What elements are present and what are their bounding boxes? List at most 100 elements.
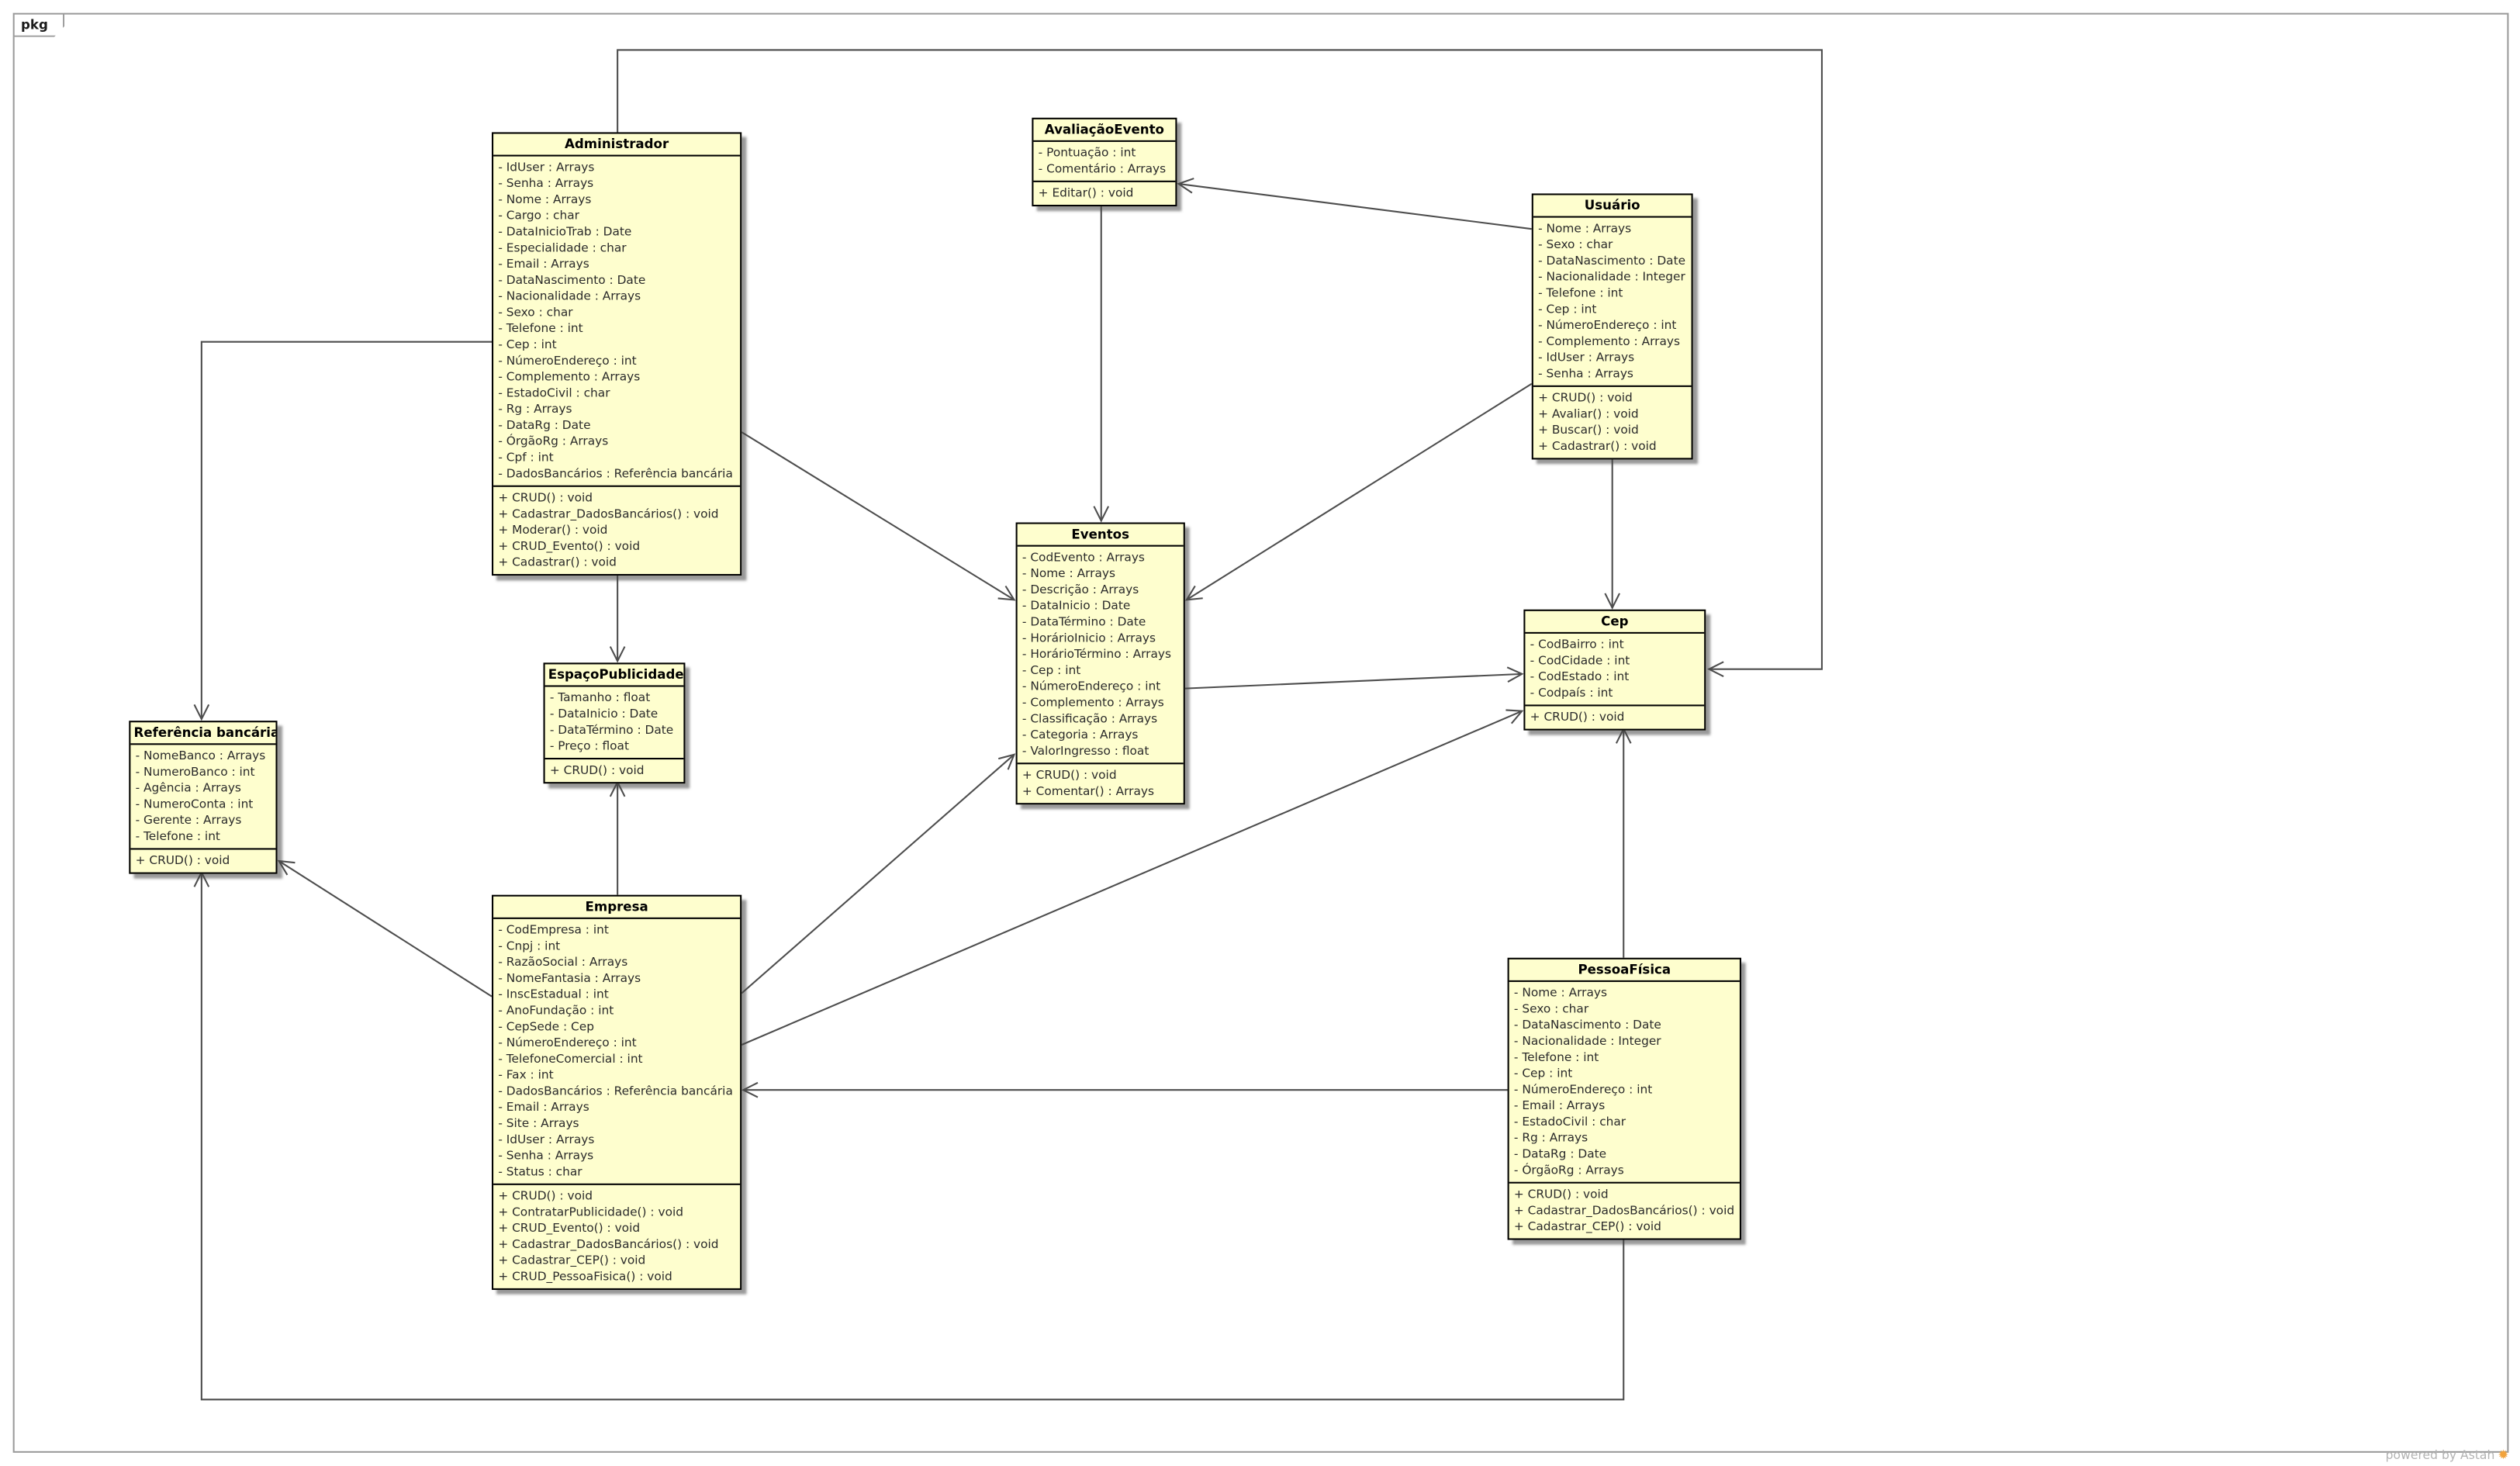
association-pessoafisica-referenciabancaria[interactable]: [193, 870, 1625, 1401]
attribute: - CepSede : Cep: [498, 1018, 594, 1034]
pessoafisica-methods: + CRUD() : void+ Cadastrar_DadosBancário…: [1509, 1181, 1740, 1239]
attribute: - Senha : Arrays: [498, 1148, 594, 1163]
attribute: - Cep : int: [1538, 301, 1597, 316]
attribute: - Cep : int: [1021, 662, 1081, 678]
class-usuario[interactable]: Usuário- Nome : Arrays- Sexo : char- Dat…: [1531, 193, 1693, 460]
association-administrador-cep[interactable]: [617, 49, 1823, 677]
attribute: - Preço : float: [549, 738, 630, 753]
attribute: - NomeBanco : Arrays: [135, 748, 266, 763]
association-eventos-cep[interactable]: [1184, 666, 1524, 690]
class-eventos[interactable]: Eventos- CodEvento : Arrays- Nome : Arra…: [1015, 522, 1185, 805]
method: + Comentar() : Arrays: [1021, 783, 1155, 798]
attribute: - Telefone : int: [1513, 1049, 1599, 1064]
empresa-attributes: - CodEmpresa : int- Cnpj : int- RazãoSoc…: [493, 919, 740, 1184]
package-tab-label: pkg: [21, 17, 48, 33]
attribute: - IdUser : Arrays: [498, 159, 595, 175]
attribute: - Pontuação : int: [1038, 145, 1136, 160]
association-usuario-eventos[interactable]: [1184, 382, 1533, 601]
class-referenciabancaria[interactable]: Referência bancária- NomeBanco : Arrays-…: [129, 721, 278, 874]
attribute: - Sexo : char: [1513, 1001, 1589, 1016]
eventos-methods: + CRUD() : void+ Comentar() : Arrays: [1017, 762, 1184, 803]
method: + CRUD_PessoaFisica() : void: [498, 1268, 672, 1284]
attribute: - Classificação : Arrays: [1021, 711, 1158, 726]
class-empresa[interactable]: Empresa- CodEmpresa : int- Cnpj : int- R…: [492, 894, 742, 1290]
attribute: - Gerente : Arrays: [135, 812, 242, 828]
attribute: - DataNascimento : Date: [1513, 1017, 1661, 1032]
class-title-empresa: Empresa: [493, 897, 741, 919]
method: + Cadastrar_DadosBancários() : void: [498, 506, 719, 521]
attribute: - Site : Arrays: [498, 1115, 579, 1131]
attribute: - Cep : int: [1513, 1066, 1573, 1080]
class-title-usuario: Usuário: [1533, 195, 1692, 218]
attribute: - Sexo : char: [1538, 237, 1613, 252]
class-espacopublicidade[interactable]: EspaçoPublicidade- Tamanho : float- Data…: [543, 662, 686, 784]
attribute: - Senha : Arrays: [1538, 365, 1633, 381]
attribute: - NumeroBanco : int: [135, 764, 255, 780]
espacopublicidade-attributes: - Tamanho : float- DataInicio : Date- Da…: [545, 687, 684, 758]
attribute: - Email : Arrays: [498, 256, 589, 271]
administrador-attributes: - IdUser : Arrays- Senha : Arrays- Nome …: [493, 157, 740, 486]
method: + CRUD() : void: [1538, 390, 1633, 405]
class-title-administrador: Administrador: [493, 134, 741, 157]
attribute: - AnoFundação : int: [498, 1002, 614, 1018]
attribute: - Email : Arrays: [1513, 1098, 1606, 1113]
attribute: - Cnpj : int: [498, 938, 561, 953]
attribute: - DadosBancários : Referência bancária: [498, 465, 733, 481]
avaliacaoevento-methods: + Editar() : void: [1033, 180, 1176, 205]
attribute: - NúmeroEndereço : int: [498, 353, 637, 368]
attribute: - NúmeroEndereço : int: [1513, 1081, 1653, 1097]
association-usuario-avaliacaoevento[interactable]: [1177, 178, 1532, 230]
class-title-cep: Cep: [1525, 611, 1705, 634]
class-title-espacopublicidade: EspaçoPublicidade: [544, 664, 684, 687]
attribute: - DadosBancários : Referência bancária: [498, 1083, 733, 1098]
attribute: - DataTérmino : Date: [1021, 614, 1146, 629]
astah-logo-icon: ✹: [2498, 1447, 2509, 1462]
attribute: - EstadoCivil : char: [1513, 1114, 1626, 1129]
attribute: - DataRg : Date: [1513, 1146, 1607, 1161]
method: + ContratarPublicidade() : void: [498, 1204, 684, 1219]
class-administrador[interactable]: Administrador- IdUser : Arrays- Senha : …: [492, 132, 742, 576]
attribute: - IdUser : Arrays: [1538, 350, 1635, 365]
association-administrador-referenciabancaria[interactable]: [193, 341, 493, 721]
association-administrador-eventos[interactable]: [741, 431, 1016, 601]
method: + Buscar() : void: [1538, 422, 1639, 437]
attribute: - Nome : Arrays: [1513, 985, 1607, 1000]
attribute: - Complemento : Arrays: [1538, 334, 1680, 348]
class-cep[interactable]: Cep- CodBairro : int- CodCidade : int- C…: [1523, 609, 1706, 731]
pessoafisica-attributes: - Nome : Arrays- Sexo : char- DataNascim…: [1509, 982, 1740, 1182]
attribute: - TelefoneComercial : int: [498, 1051, 643, 1067]
association-empresa-eventos[interactable]: [741, 753, 1016, 994]
attribute: - ÓrgãoRg : Arrays: [1513, 1162, 1624, 1177]
class-title-referenciabancaria: Referência bancária: [130, 722, 276, 745]
attribute: - CodEmpresa : int: [498, 922, 609, 937]
method: + CRUD() : void: [498, 1188, 593, 1203]
method: + CRUD() : void: [549, 762, 645, 777]
attribute: - CodCidade : int: [1530, 652, 1630, 668]
attribute: - Tamanho : float: [549, 690, 651, 705]
method: + Cadastrar() : void: [498, 555, 617, 569]
astah-watermark: powered by Astah ✹: [2386, 1447, 2509, 1464]
eventos-attributes: - CodEvento : Arrays- Nome : Arrays- Des…: [1018, 547, 1184, 763]
referenciabancaria-attributes: - NomeBanco : Arrays- NumeroBanco : int-…: [130, 745, 275, 848]
attribute: - RazãoSocial : Arrays: [498, 954, 628, 970]
attribute: - CodEvento : Arrays: [1021, 549, 1145, 565]
cep-methods: + CRUD() : void: [1525, 704, 1705, 728]
attribute: - DataNascimento : Date: [1538, 253, 1686, 268]
method: + CRUD_Evento() : void: [498, 538, 641, 553]
class-title-pessoafisica: PessoaFísica: [1509, 959, 1740, 982]
attribute: - Nome : Arrays: [498, 192, 592, 207]
attribute: - Agência : Arrays: [135, 780, 241, 795]
class-pessoafisica[interactable]: PessoaFísica- Nome : Arrays- Sexo : char…: [1507, 957, 1741, 1240]
association-empresa-cep[interactable]: [741, 709, 1524, 1046]
attribute: - Categoria : Arrays: [1021, 727, 1139, 742]
class-avaliacaoevento[interactable]: AvaliaçãoEvento- Pontuação : int- Coment…: [1032, 117, 1177, 207]
attribute: - Telefone : int: [498, 320, 583, 336]
method: + Cadastrar_DadosBancários() : void: [1513, 1202, 1735, 1218]
attribute: - HorárioTérmino : Arrays: [1021, 646, 1171, 662]
association-empresa-referenciabancaria[interactable]: [277, 859, 493, 998]
attribute: - HorárioInicio : Arrays: [1021, 630, 1156, 645]
class-title-avaliacaoevento: AvaliaçãoEvento: [1033, 119, 1176, 142]
empresa-methods: + CRUD() : void+ ContratarPublicidade() …: [493, 1183, 741, 1288]
attribute: - InscEstadual : int: [498, 987, 609, 1001]
